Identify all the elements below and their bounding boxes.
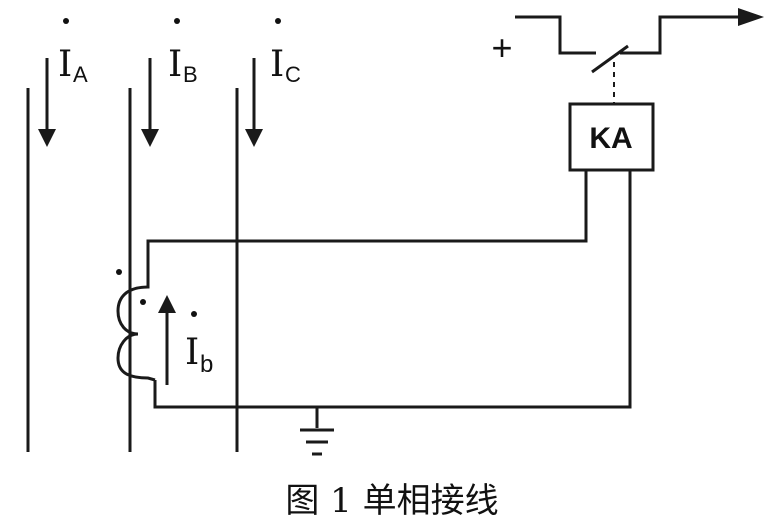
ib-subscript: B (183, 62, 198, 87)
ia-symbol: I (58, 44, 72, 85)
ic-symbol: I (270, 44, 284, 85)
figure-caption: 图 1 单相接线 (285, 481, 498, 521)
ia-dot-icon (63, 18, 69, 24)
ct-coil-icon (116, 275, 156, 382)
arrow-head-icon (738, 8, 764, 26)
ia-subscript: A (73, 62, 88, 87)
relay-contact-icon (591, 44, 629, 74)
ia-label: I A (58, 18, 88, 87)
contact-left-lead (515, 15, 596, 55)
relay-label: KA (589, 122, 632, 155)
ic-subscript: C (285, 62, 301, 87)
ct-lower-lead (153, 170, 632, 409)
ic-dot-icon (275, 18, 281, 24)
relay-box (568, 102, 655, 172)
ic-label: I C (270, 18, 301, 87)
ib-symbol: I (168, 44, 182, 85)
supply-polarity: + (491, 27, 512, 68)
ib-secondary-label: I b (185, 311, 213, 378)
ib-secondary-symbol: I (185, 332, 199, 373)
contact-right-lead (620, 15, 748, 55)
ct-polarity-dot-secondary-icon (140, 299, 146, 305)
ib-label: I B (168, 18, 198, 87)
ib-secondary-subscript: b (200, 351, 213, 378)
ct-upper-lead (146, 170, 588, 275)
ib-dot-icon (174, 18, 180, 24)
ct-polarity-dot-primary-icon (116, 269, 122, 275)
ib-secondary-dot-icon (191, 311, 197, 317)
ground-icon (300, 428, 334, 456)
